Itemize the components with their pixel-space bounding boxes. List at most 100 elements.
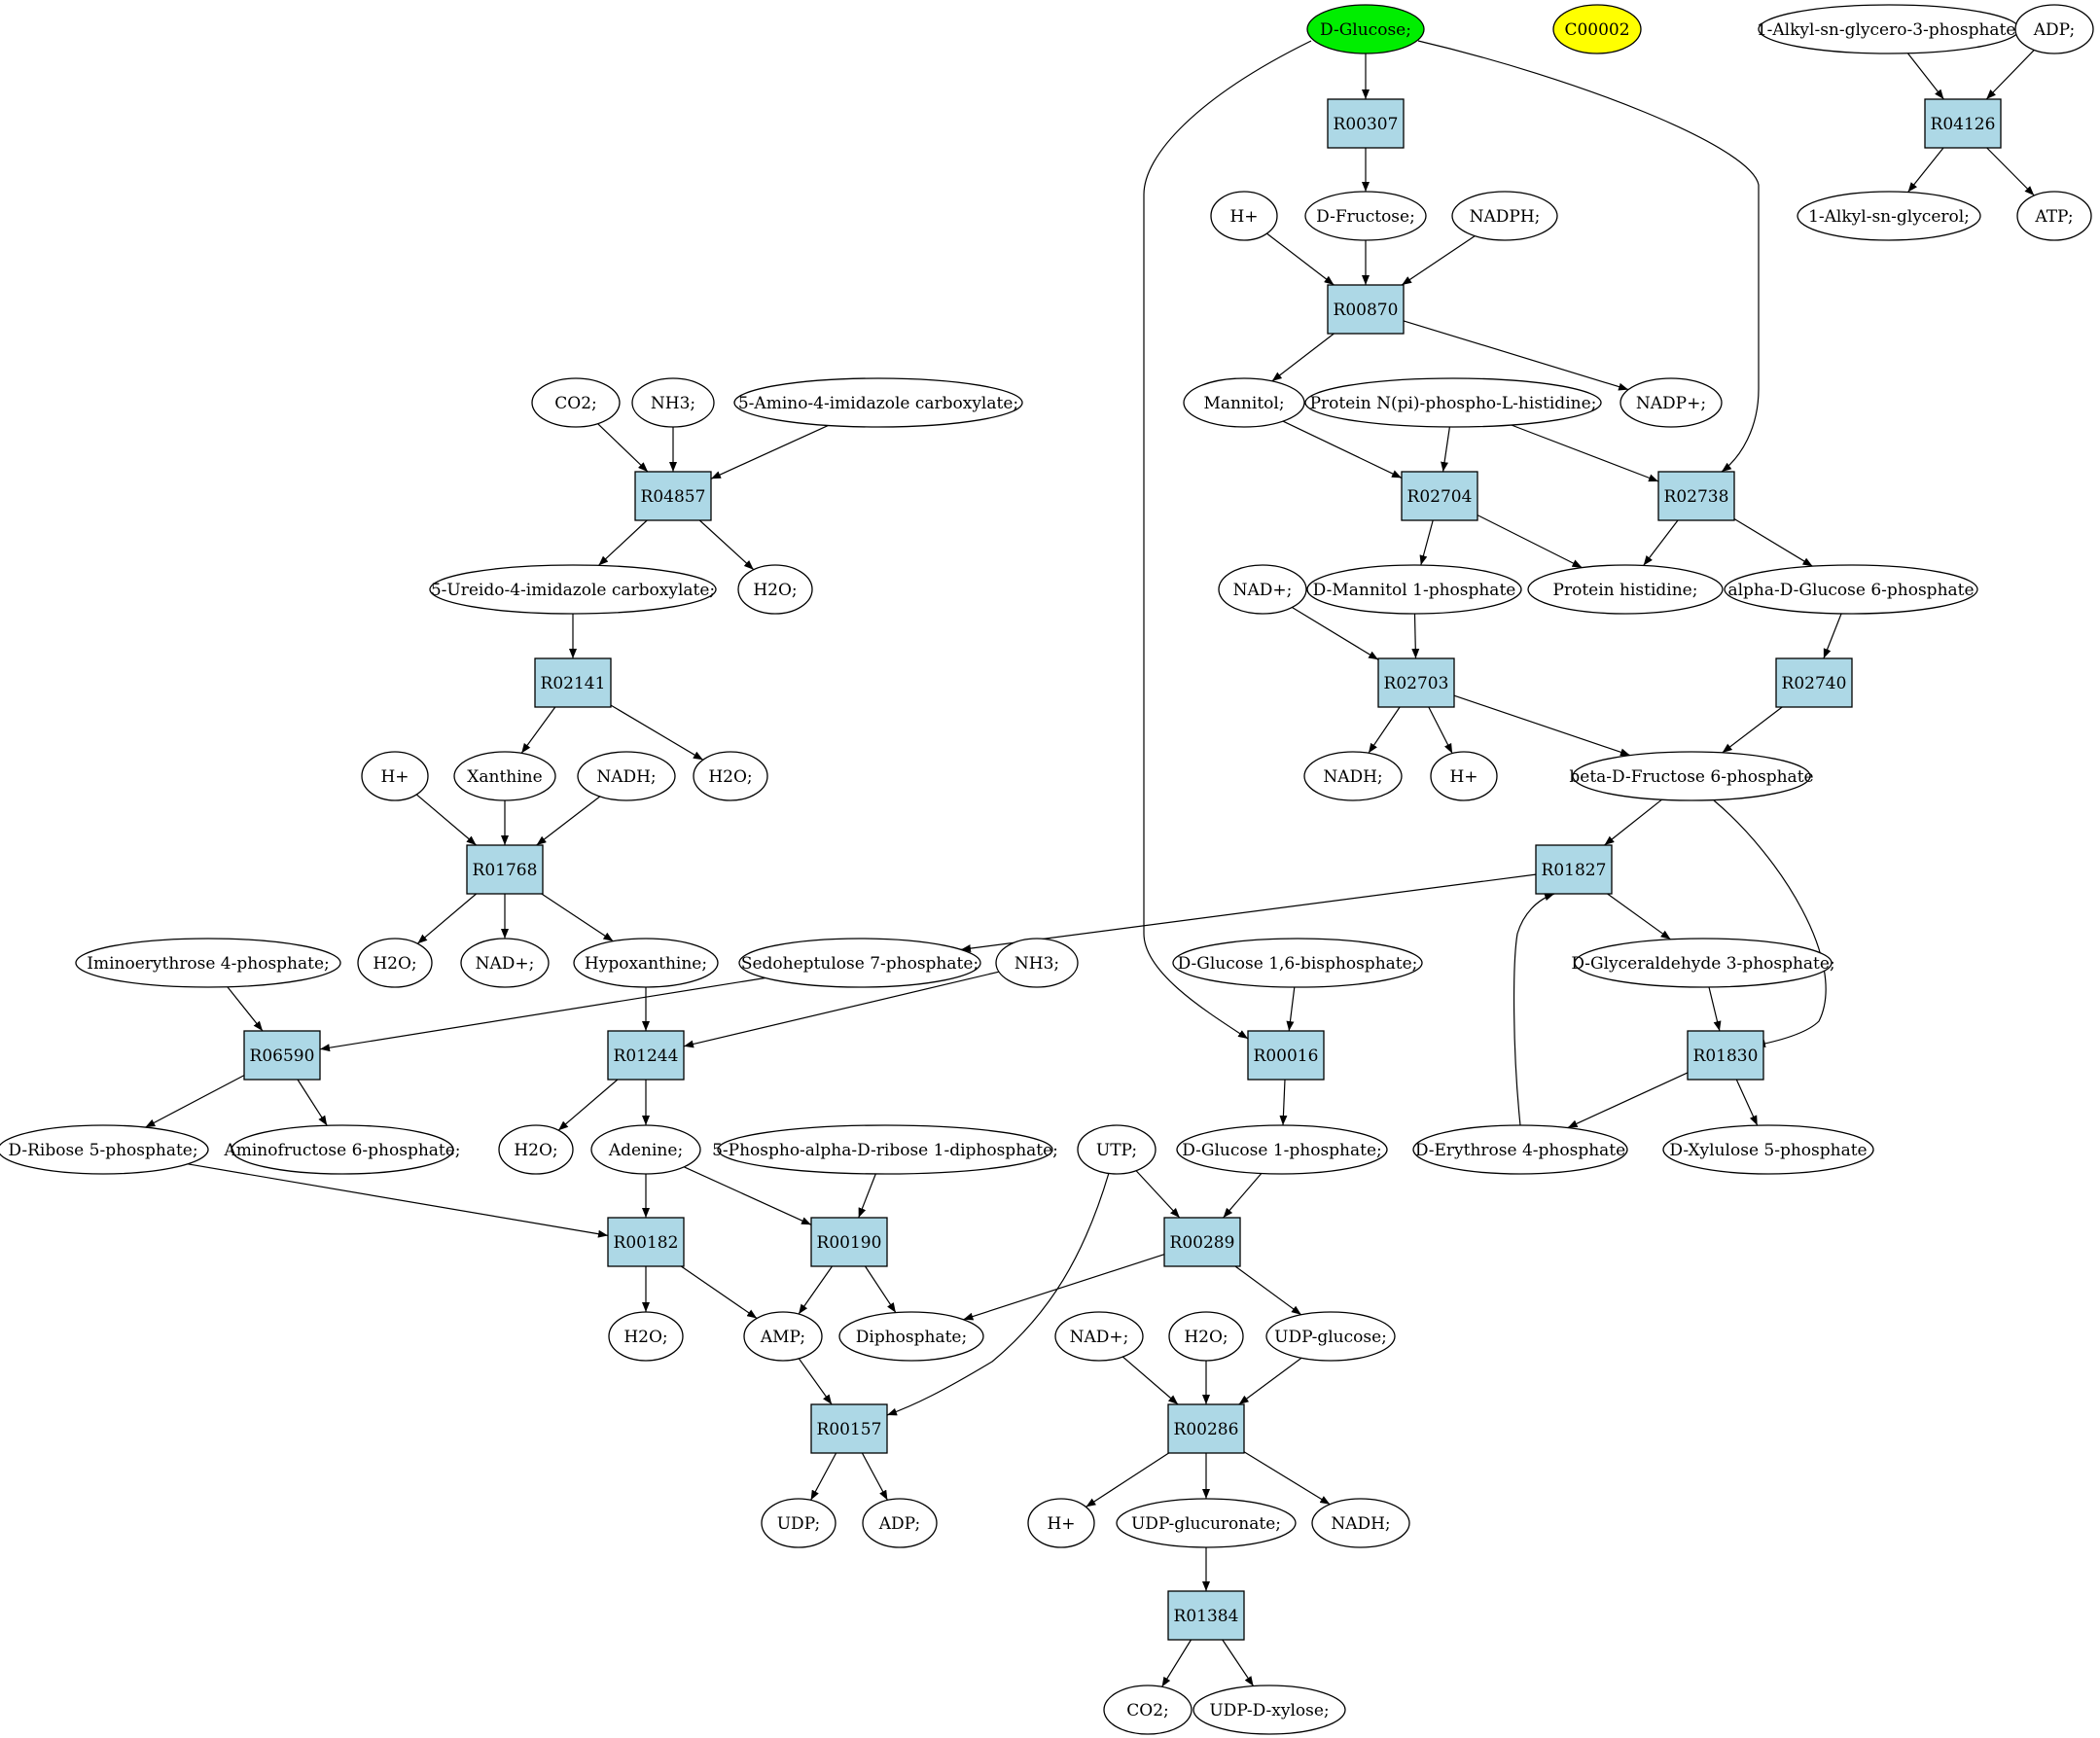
compound-nad_2703[interactable]: NAD+; — [1218, 564, 1307, 615]
compound-nh3_1244[interactable]: NH3; — [995, 938, 1079, 988]
compound-udpglucose[interactable]: UDP-glucose; — [1265, 1311, 1396, 1362]
compound-mannitol1p-shape — [1306, 564, 1522, 615]
compound-co2_1384-shape — [1103, 1685, 1192, 1735]
edge-bfructose6p-to-R01827 — [1604, 798, 1662, 846]
reaction-R00182[interactable]: R00182 — [607, 1217, 685, 1267]
compound-diphosphate-label: Diphosphate; — [856, 1328, 967, 1347]
compound-protein_his-label: Protein histidine; — [1553, 581, 1698, 600]
reaction-R04857[interactable]: R04857 — [634, 471, 712, 521]
compound-nadh_1768[interactable]: NADH; — [577, 751, 676, 801]
compound-h_286[interactable]: H+ — [1027, 1498, 1095, 1548]
nodes: D-Glucose; C00002 1-Alkyl-sn-glycero-3-pho… — [0, 4, 2094, 1735]
compound-nadh_1768-label: NADH; — [596, 767, 656, 787]
compound-iminoerythrose[interactable]: Iminoerythrose 4-phosphate; — [75, 938, 341, 988]
compound-nadp[interactable]: NADP+; — [1619, 377, 1723, 428]
compound-glucose16bp[interactable]: D-Glucose 1,6-bisphosphate; — [1172, 938, 1423, 988]
reaction-R01384[interactable]: R01384 — [1167, 1590, 1245, 1641]
compound-co2_4857[interactable]: CO2; — [531, 377, 621, 428]
compound-prpp[interactable]: 5-Phospho-alpha-D-ribose 1-diphosphate; — [712, 1124, 1058, 1175]
compound-nadh_286-shape — [1311, 1498, 1410, 1548]
reaction-R00286[interactable]: R00286 — [1167, 1403, 1245, 1454]
compound-udp[interactable]: UDP; — [761, 1498, 836, 1548]
compound-udpglucuronate[interactable]: UDP-glucuronate; — [1116, 1498, 1297, 1548]
compound-fructose-shape — [1304, 191, 1427, 241]
edge-R01830-to-xylulose5p — [1735, 1079, 1759, 1126]
reaction-R02740[interactable]: R02740 — [1775, 657, 1853, 708]
compound-adp_top[interactable]: ADP; — [2014, 4, 2094, 54]
compound-sedoheptulose7p[interactable]: Sedoheptulose 7-phosphate; — [738, 938, 981, 988]
compound-mannitol[interactable]: Mannitol; — [1183, 377, 1305, 428]
reaction-R00157[interactable]: R00157 — [810, 1403, 888, 1454]
compound-nh3_4857[interactable]: NH3; — [631, 377, 715, 428]
compound-co2_1384[interactable]: CO2; — [1103, 1685, 1192, 1735]
compound-h2o_4857[interactable]: H2O; — [737, 564, 813, 615]
compound-alkylglycerol[interactable]: 1-Alkyl-sn-glycerol; — [1797, 191, 1981, 241]
reaction-R02704-label: R02704 — [1407, 487, 1473, 507]
compound-udpxylose[interactable]: UDP-D-xylose; — [1192, 1685, 1346, 1735]
compound-protein_his[interactable]: Protein histidine; — [1527, 564, 1724, 615]
reaction-R02738[interactable]: R02738 — [1657, 471, 1735, 521]
reaction-R00190[interactable]: R00190 — [810, 1217, 888, 1267]
reaction-R01384-label: R01384 — [1174, 1607, 1239, 1626]
compound-h_2703[interactable]: H+ — [1430, 751, 1498, 801]
compound-atp[interactable]: ATP; — [2016, 191, 2092, 241]
reaction-R00016-box — [1247, 1030, 1325, 1081]
compound-aglucose6p[interactable]: alpha-D-Glucose 6-phosphate — [1724, 564, 1978, 615]
compound-aminoimidazole[interactable]: 5-Amino-4-imidazole carboxylate; — [733, 377, 1023, 428]
edge-prpp-to-R00190 — [858, 1173, 876, 1219]
compound-udpxylose-label: UDP-D-xylose; — [1209, 1701, 1329, 1720]
compound-h2o_1244[interactable]: H2O; — [498, 1124, 574, 1175]
compound-c00002[interactable]: C00002 — [1552, 4, 1642, 54]
compound-utp[interactable]: UTP; — [1077, 1124, 1157, 1175]
compound-glyceraldehyde3p[interactable]: D-Glyceraldehyde 3-phosphate; — [1571, 938, 1835, 988]
reaction-R00016[interactable]: R00016 — [1247, 1030, 1325, 1081]
compound-glucose1p[interactable]: D-Glucose 1-phosphate; — [1176, 1124, 1388, 1175]
compound-nadph[interactable]: NADPH; — [1451, 191, 1558, 241]
edge-co2_4857-to-R04857 — [597, 423, 649, 473]
compound-h2o_182-shape — [608, 1311, 684, 1362]
reaction-R01244[interactable]: R01244 — [607, 1030, 685, 1081]
compound-aminofructose6p[interactable]: Aminofructose 6-phosphate; — [223, 1124, 461, 1175]
compound-nad_1768[interactable]: NAD+; — [460, 938, 550, 988]
compound-ribose5p[interactable]: D-Ribose 5-phosphate; — [0, 1124, 209, 1175]
compound-nad_286[interactable]: NAD+; — [1054, 1311, 1144, 1362]
compound-mannitol1p[interactable]: D-Mannitol 1-phosphate — [1306, 564, 1522, 615]
compound-h_1768[interactable]: H+ — [361, 751, 429, 801]
compound-prpp-label: 5-Phospho-alpha-D-ribose 1-diphosphate; — [712, 1141, 1058, 1160]
reaction-R02141[interactable]: R02141 — [534, 657, 612, 708]
compound-h2o_1768[interactable]: H2O; — [357, 938, 433, 988]
compound-adp_157[interactable]: ADP; — [862, 1498, 938, 1548]
reaction-R06590[interactable]: R06590 — [243, 1030, 321, 1081]
compound-hypoxanthine[interactable]: Hypoxanthine; — [573, 938, 719, 988]
compound-h_870[interactable]: H+ — [1210, 191, 1278, 241]
compound-diphosphate[interactable]: Diphosphate; — [838, 1311, 984, 1362]
compound-alkylglycerophosphate[interactable]: 1-Alkyl-sn-glycero-3-phosphate; — [1757, 4, 2021, 54]
reaction-R00307[interactable]: R00307 — [1327, 98, 1405, 149]
reaction-R02704[interactable]: R02704 — [1401, 471, 1478, 521]
compound-bfructose6p[interactable]: beta-D-Fructose 6-phosphate — [1569, 751, 1814, 801]
compound-glucose[interactable]: D-Glucose; — [1306, 4, 1425, 54]
reaction-R00289[interactable]: R00289 — [1163, 1217, 1241, 1267]
compound-h2o_1768-label: H2O; — [373, 954, 416, 974]
compound-amp[interactable]: AMP; — [743, 1311, 823, 1362]
compound-erythrose4p[interactable]: D-Erythrose 4-phosphate — [1412, 1124, 1628, 1175]
compound-fructose[interactable]: D-Fructose; — [1304, 191, 1427, 241]
reaction-R04126[interactable]: R04126 — [1924, 98, 2002, 149]
compound-protein_nphospho[interactable]: Protein N(pi)-phospho-L-histidine; — [1304, 377, 1602, 428]
compound-nadh_2703[interactable]: NADH; — [1303, 751, 1403, 801]
compound-xylulose5p[interactable]: D-Xylulose 5-phosphate — [1662, 1124, 1874, 1175]
compound-h2o_286[interactable]: H2O; — [1168, 1311, 1244, 1362]
reaction-R01830[interactable]: R01830 — [1687, 1030, 1764, 1081]
compound-ureidoimidazole[interactable]: 5-Ureido-4-imidazole carboxylate; — [429, 564, 717, 615]
reaction-R00870[interactable]: R00870 — [1327, 284, 1405, 335]
reaction-R01768[interactable]: R01768 — [466, 844, 544, 895]
compound-h2o_2141[interactable]: H2O; — [693, 751, 768, 801]
reaction-R01827[interactable]: R01827 — [1535, 844, 1613, 895]
compound-adenine[interactable]: Adenine; — [590, 1124, 701, 1175]
reaction-R02740-label: R02740 — [1782, 674, 1847, 693]
compound-sedoheptulose7p-label: Sedoheptulose 7-phosphate; — [741, 954, 979, 974]
compound-h2o_182[interactable]: H2O; — [608, 1311, 684, 1362]
reaction-R02703[interactable]: R02703 — [1377, 657, 1455, 708]
compound-xanthine[interactable]: Xanthine — [453, 751, 556, 801]
compound-nadh_286[interactable]: NADH; — [1311, 1498, 1410, 1548]
